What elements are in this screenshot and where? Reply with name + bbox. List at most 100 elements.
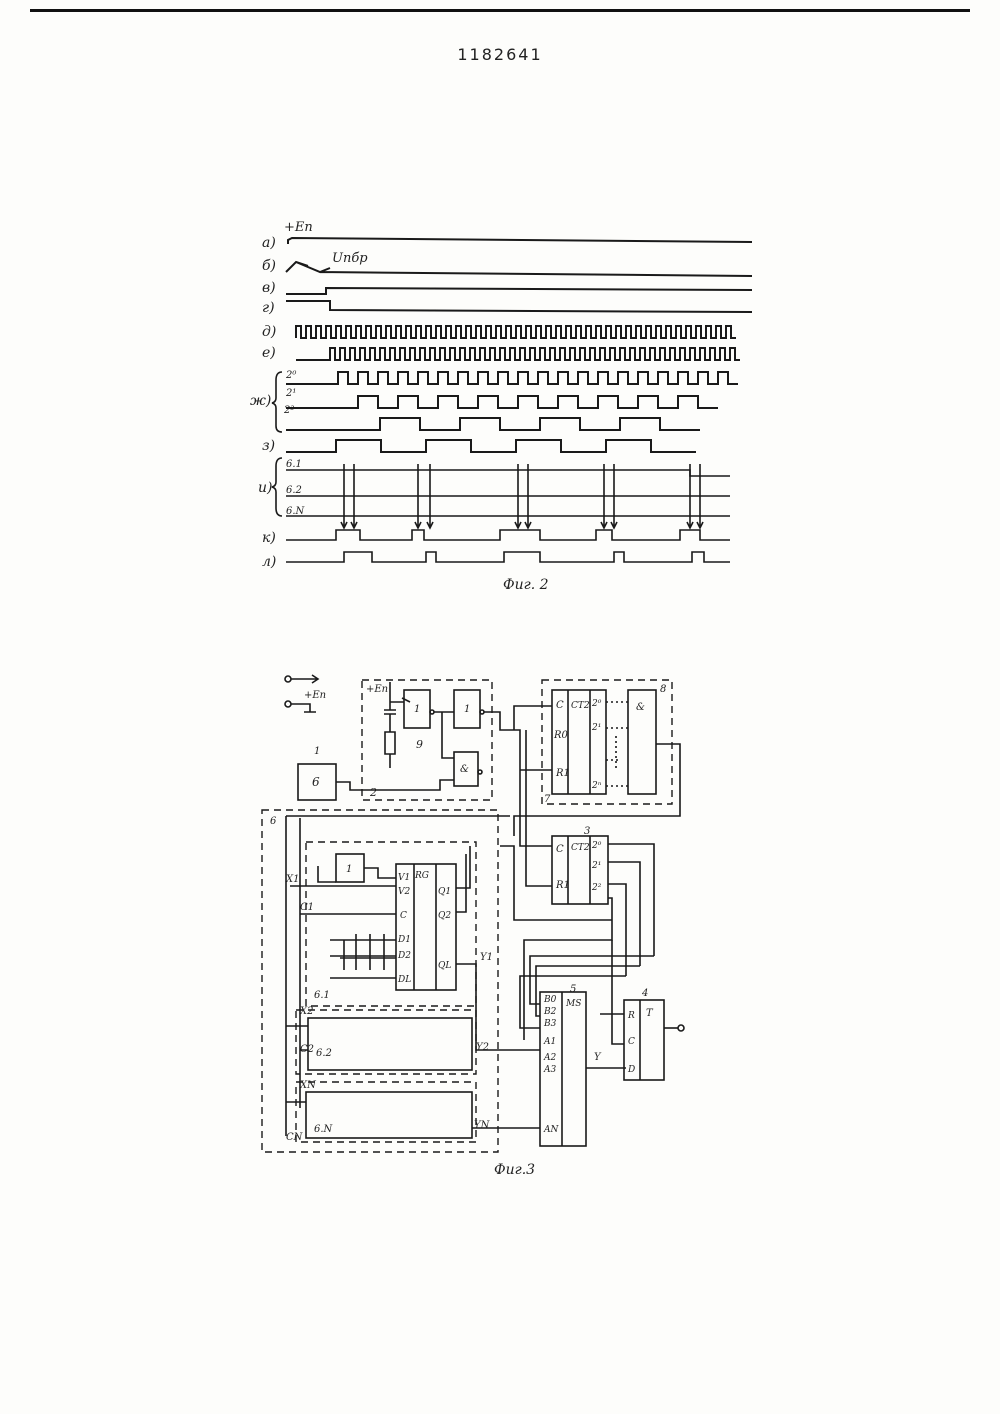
svg-text:C: C	[556, 700, 564, 711]
supply-label: +Еп	[284, 220, 313, 235]
svg-text:A2: A2	[543, 1053, 556, 1063]
block-4: 4 R C D T	[600, 940, 684, 1080]
svg-text:1: 1	[314, 746, 320, 757]
block-6-2: 6.2 X2 C2 Y2	[296, 1006, 489, 1074]
svg-text:B2: B2	[543, 1007, 557, 1017]
row-label-k: к)	[262, 530, 276, 546]
svg-text:R1: R1	[555, 768, 570, 779]
svg-text:2¹: 2¹	[591, 861, 601, 871]
svg-text:B0: B0	[543, 995, 557, 1005]
svg-text:X1: X1	[285, 874, 299, 885]
row-label-a: а)	[262, 235, 276, 251]
svg-text:6.1: 6.1	[314, 990, 330, 1001]
svg-text:V2: V2	[398, 887, 410, 897]
generated-waveforms	[286, 326, 740, 562]
row-label-e: е)	[262, 345, 276, 361]
row-label-zh: ж)	[250, 393, 271, 409]
svg-text:Y2: Y2	[476, 1042, 489, 1053]
svg-text:2⁰: 2⁰	[591, 841, 602, 851]
svg-text:1: 1	[346, 864, 352, 875]
svg-text:V1: V1	[398, 873, 410, 883]
svg-text:QL: QL	[438, 961, 451, 971]
wave-g	[286, 301, 752, 312]
svg-text:+Еп: +Еп	[366, 684, 388, 695]
svg-text:CT2: CT2	[571, 843, 590, 853]
svg-text:CT2: CT2	[571, 701, 590, 711]
svg-text:C1: C1	[300, 902, 314, 913]
svg-text:9: 9	[416, 738, 423, 751]
block-5: 5 MS B0 B2 B3 A1 A2 A3 AN Y	[520, 956, 654, 1146]
svg-text:2: 2	[369, 786, 377, 799]
zh-sub-1: 2¹	[285, 388, 296, 399]
svg-text:D: D	[627, 1065, 635, 1075]
svg-text:5: 5	[570, 984, 576, 995]
wave-v	[286, 288, 752, 294]
svg-text:C: C	[628, 1037, 635, 1047]
wave-e	[296, 348, 740, 360]
svg-text:&: &	[460, 764, 469, 775]
row-label-l: л)	[262, 554, 276, 570]
row-label-d: д)	[262, 324, 276, 340]
svg-text:2⁰: 2⁰	[591, 699, 602, 709]
svg-text:6.N: 6.N	[314, 1124, 334, 1135]
svg-text:RG: RG	[414, 871, 429, 881]
svg-text:1: 1	[464, 704, 470, 715]
svg-text:R: R	[627, 1011, 635, 1021]
svg-text:D2: D2	[397, 951, 411, 961]
block-9: +Еп 1 1 & 9 2	[336, 680, 492, 800]
row-label-z: з)	[262, 438, 275, 454]
svg-text:6: 6	[312, 775, 320, 789]
svg-text:AN: AN	[543, 1125, 559, 1135]
row-label-v: в)	[262, 280, 276, 296]
svg-text:B3: B3	[543, 1019, 557, 1029]
i-sub-0: 6.1	[286, 459, 302, 470]
svg-text:6: 6	[270, 816, 277, 827]
svg-text:1: 1	[414, 704, 420, 715]
wave-d	[296, 326, 736, 338]
zh-sub-0: 2⁰	[285, 370, 296, 381]
svg-text:T: T	[646, 1008, 654, 1019]
wave-i-61	[286, 470, 730, 476]
svg-text:6.2: 6.2	[316, 1048, 332, 1059]
row-label-i: и)	[258, 480, 272, 496]
svg-text:Q2: Q2	[438, 911, 451, 921]
legend: +Еп	[285, 675, 326, 712]
svg-text:&: &	[636, 702, 645, 713]
svg-text:Y1: Y1	[480, 952, 493, 963]
brace-i	[272, 458, 282, 516]
svg-text:XN: XN	[299, 1080, 317, 1091]
block-6-n: 6.N XN CN YN	[286, 816, 540, 1143]
svg-text:2¹: 2¹	[591, 723, 601, 733]
svg-text:DL: DL	[397, 975, 411, 985]
wave-z	[286, 440, 696, 452]
svg-text:X2: X2	[299, 1006, 313, 1017]
vbr-label: Uпбр	[332, 251, 368, 266]
zh-sub-2: 2²	[283, 405, 294, 416]
svg-text:8: 8	[660, 684, 666, 695]
legend-supply: +Еп	[304, 690, 326, 701]
svg-text:2ⁿ: 2ⁿ	[591, 781, 602, 791]
fig3-caption: Фиг.3	[494, 1162, 535, 1178]
fig2-caption: Фиг. 2	[503, 577, 549, 593]
wave-zh0	[286, 372, 738, 384]
i-sub-1: 6.2	[286, 485, 302, 496]
block-6: 6	[262, 810, 498, 1152]
svg-text:A3: A3	[543, 1065, 556, 1075]
svg-text:MS: MS	[565, 999, 581, 1009]
block-7-8: C R0 R1 CT2 2⁰ 2¹ 2ⁿ 7 & 8	[514, 680, 680, 836]
wave-k	[286, 530, 730, 540]
svg-text:D1: D1	[397, 935, 411, 945]
brace-zh	[272, 372, 282, 432]
svg-text:C: C	[556, 844, 564, 855]
svg-text:C: C	[400, 911, 407, 921]
svg-text:7: 7	[544, 794, 551, 805]
svg-text:R1: R1	[555, 880, 570, 891]
svg-text:CN: CN	[286, 1132, 304, 1143]
block-1: 1 6	[298, 746, 336, 800]
svg-text:Y: Y	[594, 1052, 602, 1063]
schematic-diagram: +Еп 1 6 +Еп 1 1 & 9 2	[0, 640, 1000, 1200]
wave-zh1	[286, 396, 718, 408]
svg-text:Q1: Q1	[438, 887, 451, 897]
wave-a	[288, 238, 752, 244]
